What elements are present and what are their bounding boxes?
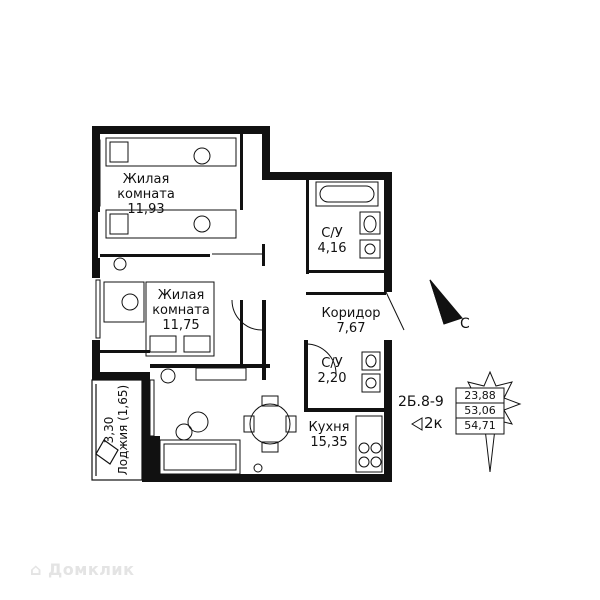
- room-kitchen-area: 15,35: [310, 435, 348, 450]
- room-loggia-name: Лоджия: [116, 424, 130, 476]
- plant-icons: [113, 257, 263, 473]
- room-living1-name2: комната: [117, 187, 175, 202]
- beds-room1: [105, 137, 237, 239]
- bathroom1-fixtures: [315, 181, 381, 259]
- room-kitchen-label: Кухня 15,35: [304, 420, 354, 450]
- watermark-text: Домклик: [48, 560, 135, 579]
- bathroom2-fixtures: [361, 351, 381, 393]
- interior-walls: [100, 134, 386, 412]
- exterior-walls: [92, 126, 392, 482]
- room-bath1-name: С/У: [321, 226, 343, 241]
- room-living2-name2: комната: [152, 303, 210, 318]
- windows: [95, 139, 155, 437]
- unit-code: 2Б.8-9: [398, 394, 444, 410]
- unit-type-marker: [411, 417, 423, 431]
- room-living2-area: 11,75: [162, 318, 200, 333]
- area-living: 23,88: [464, 389, 496, 402]
- unit-badge-star: [455, 370, 522, 473]
- room-living1-area: 11,93: [127, 202, 165, 217]
- room-bath2-name: С/У: [321, 356, 343, 371]
- watermark-logo-icon: ⌂: [30, 560, 42, 579]
- loggia-outline: [91, 379, 143, 481]
- room-bath2-label: С/У 2,20: [312, 356, 352, 386]
- room-loggia-area-reduced: (1,65): [116, 384, 130, 421]
- unit-type: 2к: [424, 414, 443, 432]
- watermark: ⌂ Домклик: [30, 560, 135, 579]
- room-loggia-label: 3,30 Лоджия (1,65): [102, 370, 130, 490]
- room-living2-label: Жилая комната 11,75: [148, 288, 214, 333]
- room-corridor-label: Коридор 7,67: [316, 306, 386, 336]
- door-arcs: [212, 253, 405, 375]
- area-total: 53,06: [464, 404, 496, 417]
- room-corridor-name: Коридор: [321, 306, 381, 321]
- room-loggia-area: 3,30: [102, 416, 116, 444]
- compass-label: С: [460, 316, 470, 332]
- room-bath2-area: 2,20: [317, 371, 347, 386]
- compass-icon: [429, 279, 463, 325]
- room-corridor-area: 7,67: [336, 321, 366, 336]
- furniture-room2: [103, 281, 247, 381]
- kitchen-furniture: [159, 395, 383, 475]
- area-with-loggia: 54,71: [464, 419, 496, 432]
- room-kitchen-name: Кухня: [308, 420, 350, 435]
- room-living2-name1: Жилая: [157, 288, 205, 303]
- room-living1-name1: Жилая: [122, 172, 170, 187]
- room-bath1-area: 4,16: [317, 241, 347, 256]
- room-living1-label: Жилая комната 11,93: [106, 172, 186, 217]
- room-bath1-label: С/У 4,16: [312, 226, 352, 256]
